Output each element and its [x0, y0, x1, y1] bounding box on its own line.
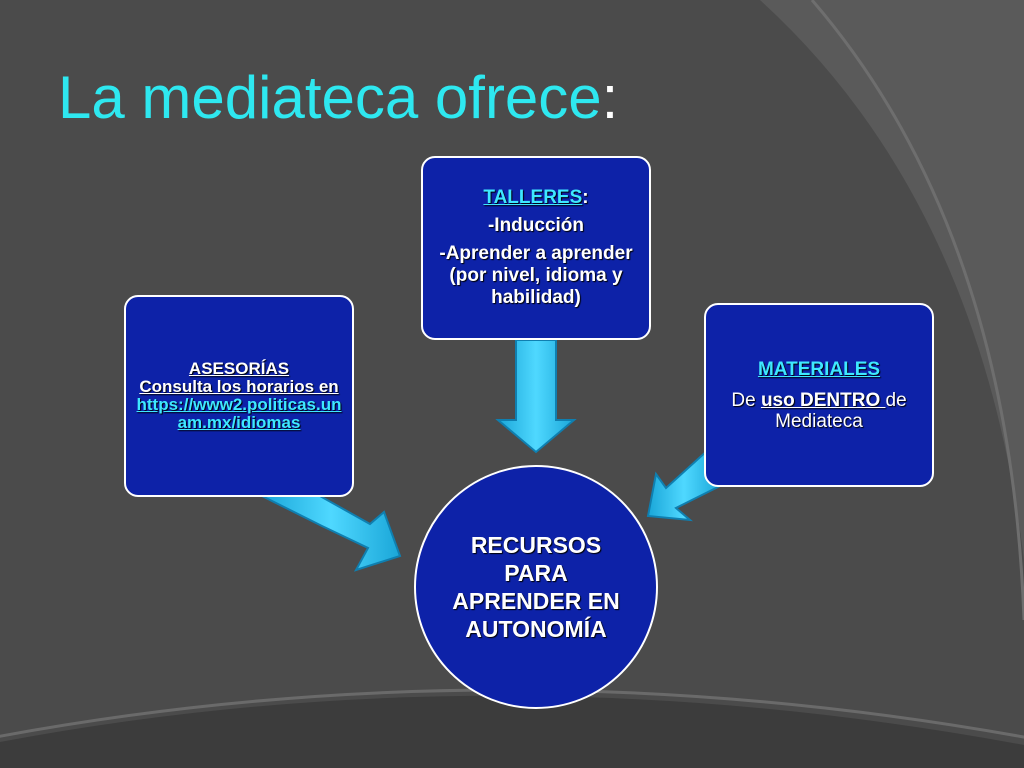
- slide-title-colon: :: [601, 64, 619, 131]
- talleres-item-induccion: -Inducción: [487, 215, 585, 236]
- materiales-text-suffix: de Mediateca: [775, 389, 907, 432]
- talleres-heading-line: TALLERES:: [483, 187, 588, 209]
- materiales-text-emphasis: uso DENTRO: [760, 389, 886, 411]
- talleres-box: TALLERES: -Inducción -Aprender a aprende…: [421, 156, 651, 340]
- arrow-down-from-talleres: [495, 339, 577, 454]
- slide-title-text: La mediateca ofrece: [58, 64, 602, 131]
- talleres-link[interactable]: TALLERES: [483, 187, 583, 208]
- asesorias-schedule-text: Consulta los horarios en: [139, 377, 339, 396]
- asesorias-url-link[interactable]: https://www2.politicas.unam.mx/idiomas: [136, 395, 342, 432]
- materiales-link[interactable]: MATERIALES: [757, 358, 881, 380]
- center-circle: RECURSOS PARA APRENDER EN AUTONOMÍA: [414, 465, 658, 709]
- materiales-description: De uso DENTRO de Mediateca: [714, 390, 924, 432]
- arrow-from-materiales: [646, 448, 722, 522]
- arrow-from-asesorias: [261, 495, 402, 572]
- slide-title: La mediateca ofrece:: [58, 62, 618, 134]
- talleres-heading-suffix: :: [582, 187, 589, 208]
- materiales-box: MATERIALES De uso DENTRO de Mediateca: [704, 303, 934, 487]
- talleres-item-aprender: -Aprender a aprender (por nivel, idioma …: [439, 243, 633, 308]
- materiales-text-prefix: De: [731, 389, 761, 411]
- asesorias-heading: ASESORÍAS: [188, 359, 290, 378]
- center-circle-text: RECURSOS PARA APRENDER EN AUTONOMÍA: [452, 532, 620, 642]
- asesorias-box: ASESORÍAS Consulta los horarios en https…: [124, 295, 354, 497]
